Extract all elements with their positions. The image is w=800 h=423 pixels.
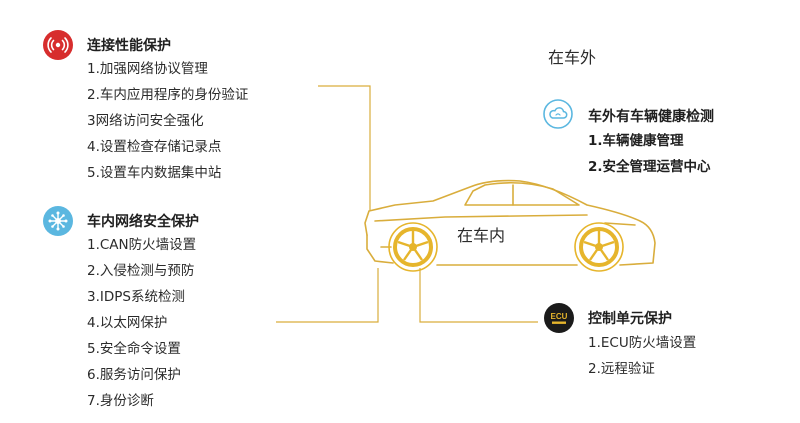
list-item: 2.安全管理运营中心 bbox=[588, 159, 711, 175]
in-vehicle-network-list: 1.CAN防火墙设置 2.入侵检测与预防 3.IDPS系统检测 4.以太网保护 … bbox=[87, 232, 196, 414]
list-item: 3.IDPS系统检测 bbox=[87, 289, 185, 305]
connector-top-left bbox=[318, 85, 371, 210]
connection-protection-title: 连接性能保护 bbox=[87, 38, 171, 54]
radio-signal-icon bbox=[43, 30, 73, 60]
list-item: 5.安全命令设置 bbox=[87, 341, 181, 357]
outside-vehicle-label: 在车外 bbox=[548, 48, 597, 67]
outside-vehicle-list: 1.车辆健康管理 2.安全管理运营中心 bbox=[588, 128, 711, 180]
svg-text:ECU: ECU bbox=[551, 312, 568, 321]
list-item: 2.车内应用程序的身份验证 bbox=[87, 87, 249, 103]
connector-bottom-left bbox=[276, 268, 379, 323]
list-item: 3网络访问安全强化 bbox=[87, 113, 204, 129]
list-item: 2.入侵检测与预防 bbox=[87, 263, 195, 279]
list-item: 6.服务访问保护 bbox=[87, 367, 181, 383]
list-item: 4.设置检查存储记录点 bbox=[87, 139, 222, 155]
in-vehicle-network-title: 车内网络安全保护 bbox=[87, 214, 199, 230]
ecu-chip-icon: ECU bbox=[544, 303, 574, 333]
list-item: 1.CAN防火墙设置 bbox=[87, 237, 197, 253]
connector-bottom-right bbox=[419, 268, 538, 323]
in-vehicle-label: 在车内 bbox=[457, 226, 506, 245]
list-item: 1.加强网络协议管理 bbox=[87, 61, 208, 77]
list-item: 4.以太网保护 bbox=[87, 315, 168, 331]
rear-wheel bbox=[388, 222, 438, 272]
front-wheel bbox=[574, 222, 624, 272]
list-item: 1.车辆健康管理 bbox=[588, 133, 684, 149]
ecu-protection-title: 控制单元保护 bbox=[588, 311, 672, 327]
cloud-icon bbox=[543, 99, 573, 129]
list-item: 1.ECU防火墙设置 bbox=[588, 335, 697, 351]
list-item: 5.设置车内数据集中站 bbox=[87, 165, 222, 181]
list-item: 7.身份诊断 bbox=[87, 393, 154, 409]
connection-protection-list: 1.加强网络协议管理 2.车内应用程序的身份验证 3网络访问安全强化 4.设置检… bbox=[87, 56, 248, 186]
car-illustration bbox=[364, 179, 656, 272]
outside-vehicle-title: 车外有车辆健康检测 bbox=[588, 109, 714, 125]
ecu-protection-list: 1.ECU防火墙设置 2.远程验证 bbox=[588, 330, 696, 382]
list-item: 2.远程验证 bbox=[588, 361, 655, 377]
network-hub-icon bbox=[43, 206, 73, 236]
